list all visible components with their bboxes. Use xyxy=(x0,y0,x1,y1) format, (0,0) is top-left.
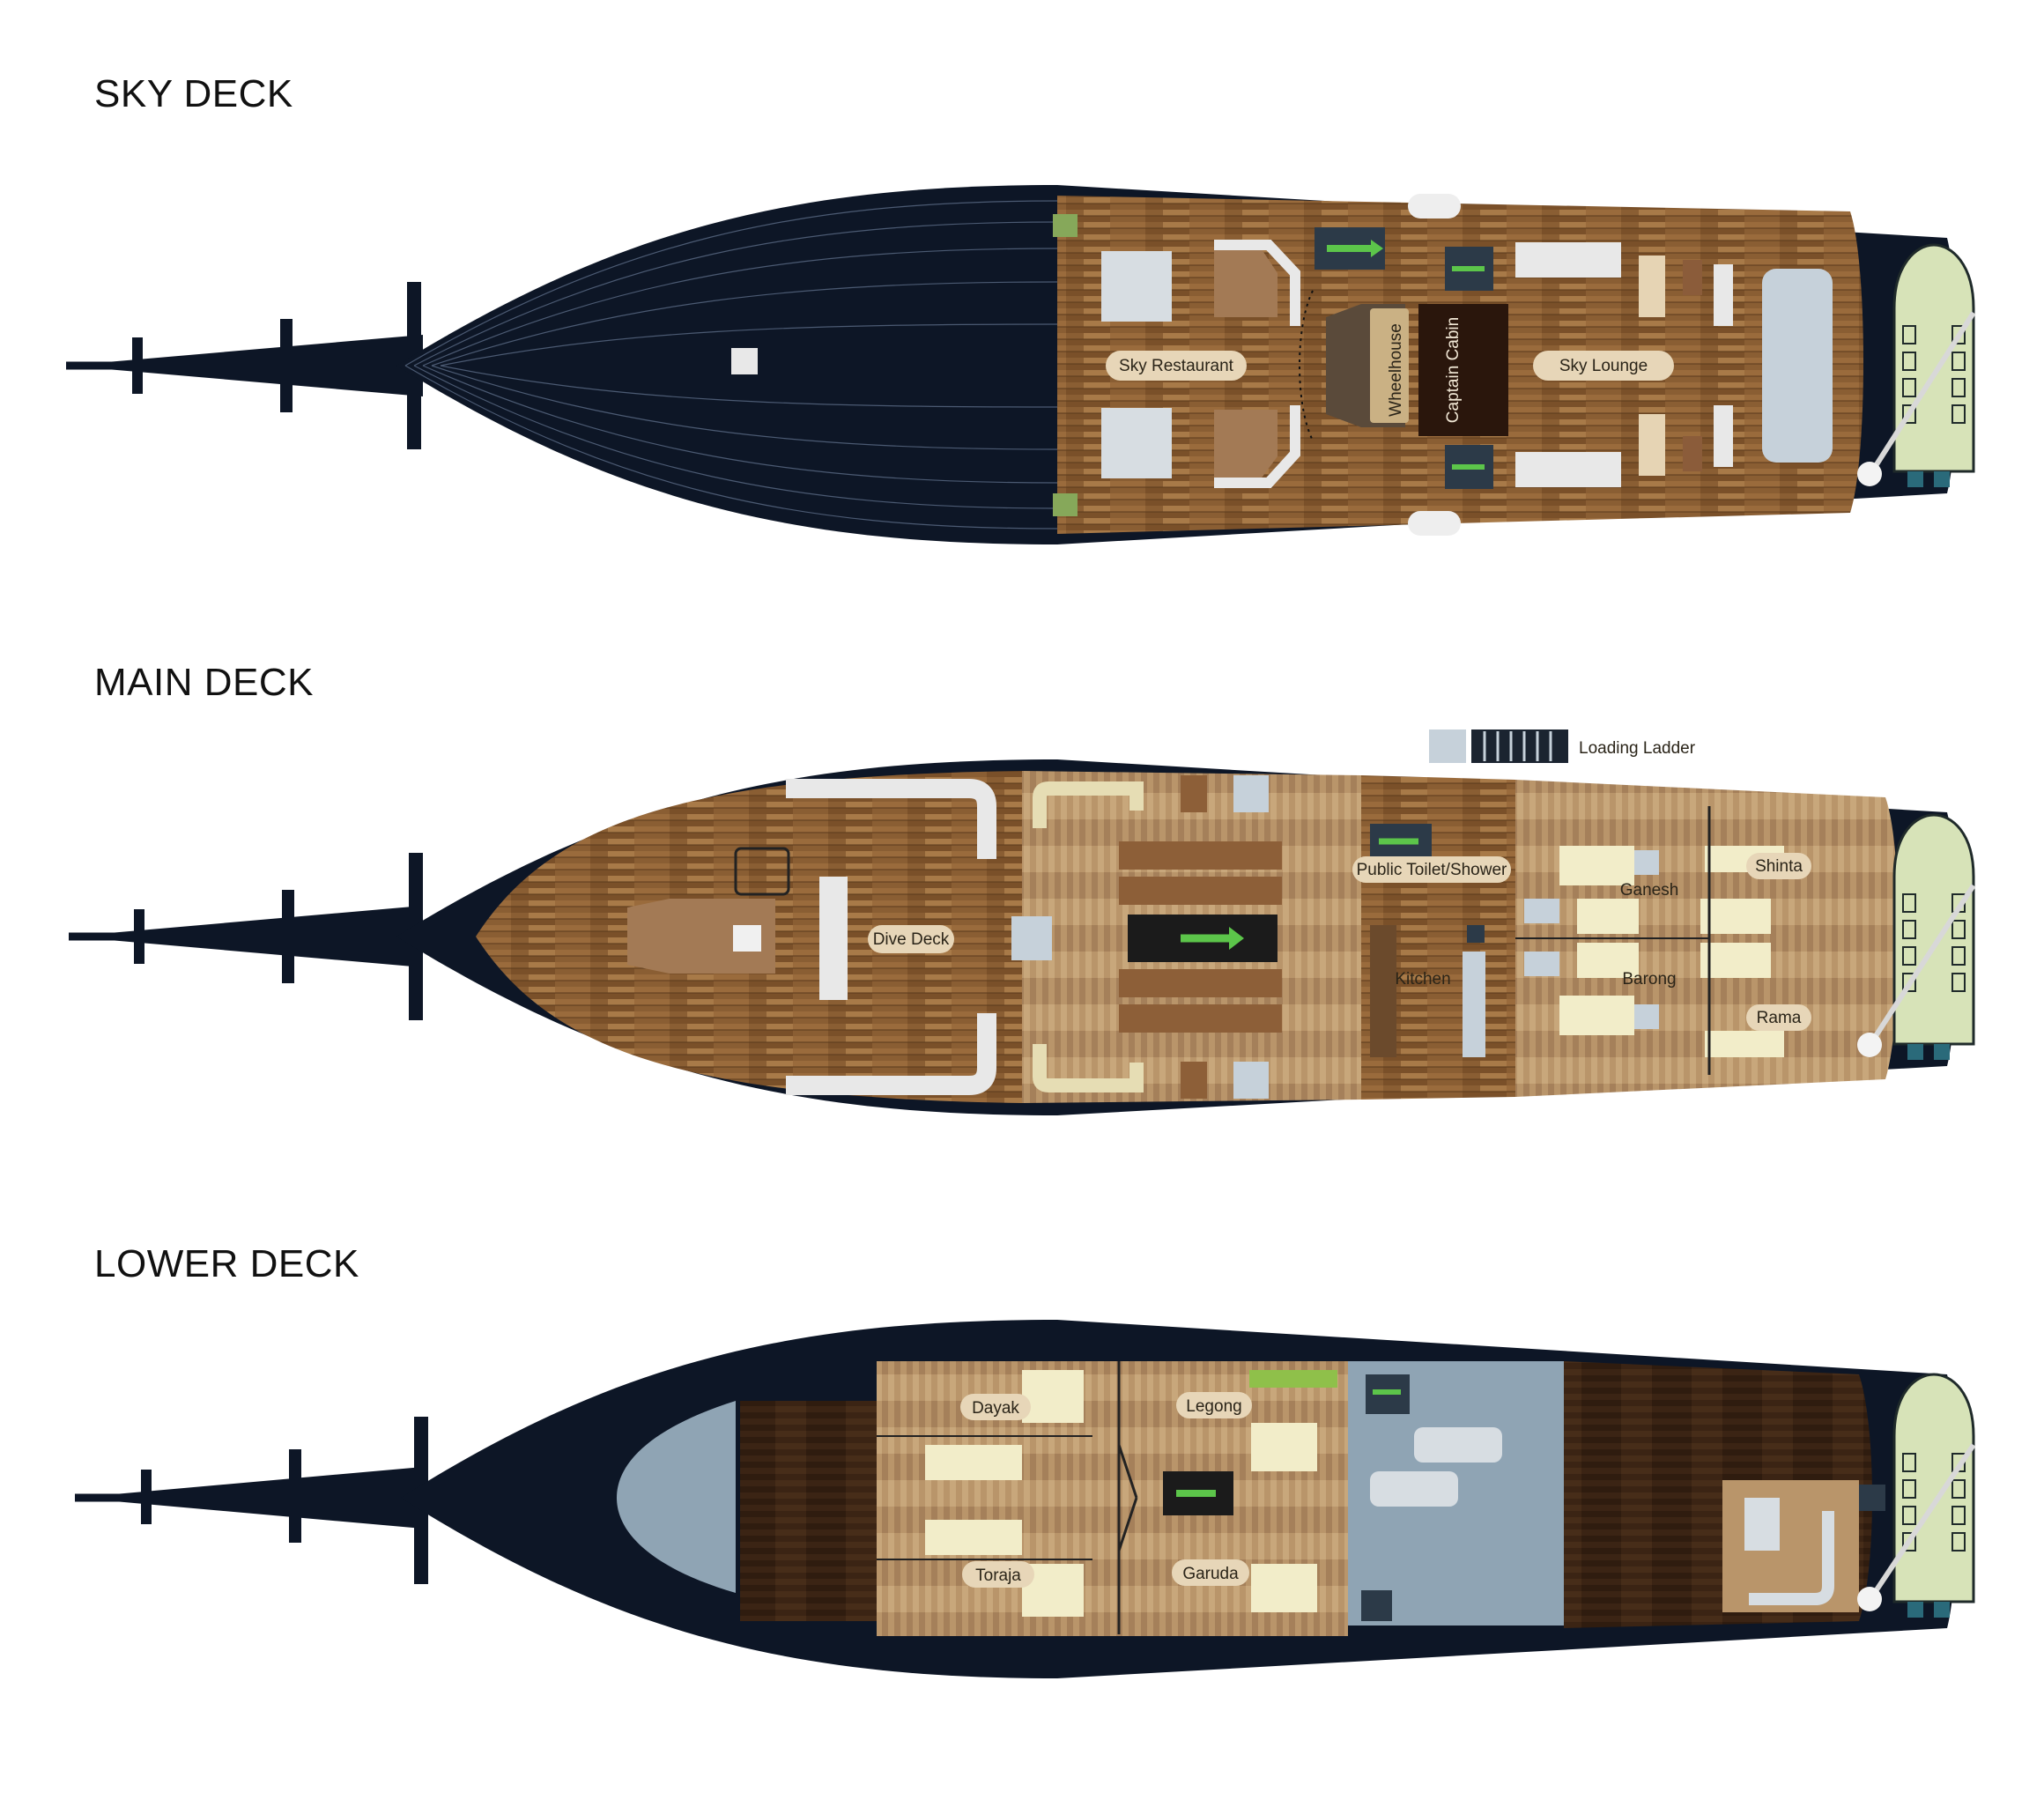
galley-furniture xyxy=(1370,824,1485,1057)
tender-boat xyxy=(1857,243,1976,487)
cabin-legong-label-pill xyxy=(1176,1392,1252,1418)
salon-furniture xyxy=(1011,775,1282,1099)
cabin-legong-label: Legong xyxy=(1186,1397,1241,1416)
sky-restaurant-furniture xyxy=(1053,214,1300,516)
bowsprit xyxy=(66,282,423,449)
sky-lounge-furniture xyxy=(1515,242,1733,487)
loading-ladder: Loading Ladder xyxy=(1429,729,1696,763)
cabin-toraja-label: Toraja xyxy=(975,1566,1021,1585)
lower-deck-labels: Dayak Legong Toraja Garuda xyxy=(960,1392,1252,1588)
crew-mess xyxy=(1722,1480,1885,1612)
hull-lines xyxy=(404,200,1058,530)
cabin-shinta-label-pill xyxy=(1746,853,1811,879)
main-deck-title: MAIN DECK xyxy=(94,661,314,704)
main-deck-labels: Dive Deck Public Toilet/Shower Kitchen G… xyxy=(868,853,1811,1031)
engine-room-details xyxy=(1361,1374,1502,1621)
cabin-rama-label-pill xyxy=(1746,1004,1811,1031)
lower-cabin-furniture xyxy=(877,1361,1337,1634)
cabin-ganesh-label: Ganesh xyxy=(1620,881,1679,900)
captain-cabin-label: Captain Cabin xyxy=(1444,317,1463,423)
cabin-rama-label: Rama xyxy=(1757,1009,1802,1027)
forepeak xyxy=(617,1401,736,1593)
sky-stairs xyxy=(1315,227,1493,489)
dive-deck-label: Dive Deck xyxy=(873,930,950,949)
sky-lounge-label: Sky Lounge xyxy=(1559,357,1648,375)
cabin-shinta-label: Shinta xyxy=(1755,857,1803,876)
tender-boat xyxy=(1857,1373,1976,1618)
storage-floor xyxy=(740,1401,877,1621)
tender-boat xyxy=(1857,813,1976,1060)
side-fenders xyxy=(1408,194,1461,536)
kitchen-label: Kitchen xyxy=(1395,970,1450,989)
wheelhouse-area xyxy=(1299,290,1508,441)
pool xyxy=(1762,269,1833,463)
cabin-dayak-label-pill xyxy=(960,1394,1031,1420)
sky-lounge-label-pill xyxy=(1533,351,1674,381)
bowsprit xyxy=(75,1417,428,1584)
loading-ladder-label: Loading Ladder xyxy=(1579,739,1696,758)
cabin-garuda-label-pill xyxy=(1172,1559,1249,1586)
cabin-dayak-label: Dayak xyxy=(972,1399,1019,1418)
lower-deck-title: LOWER DECK xyxy=(94,1242,359,1285)
hatch xyxy=(731,348,758,374)
bowsprit xyxy=(69,853,423,1020)
lower-deck: Dayak Legong Toraja Garuda xyxy=(75,1320,1976,1678)
sky-deck-title: SKY DECK xyxy=(94,72,293,115)
dive-deck-label-pill xyxy=(868,925,954,953)
public-toilet-label: Public Toilet/Shower xyxy=(1357,861,1507,879)
dive-deck-furniture xyxy=(627,779,996,1095)
wheelhouse-label: Wheelhouse xyxy=(1387,323,1405,417)
sky-restaurant-label: Sky Restaurant xyxy=(1119,357,1234,375)
cabin-toraja-label-pill xyxy=(962,1561,1034,1588)
cabin-garuda-label: Garuda xyxy=(1182,1565,1239,1583)
main-deck: Loading Ladder xyxy=(69,729,1976,1115)
sky-restaurant-label-pill xyxy=(1106,351,1247,381)
sky-deck: Sky Restaurant Sky Lounge Wheelhouse Cap… xyxy=(66,185,1976,544)
sky-deck-labels: Sky Restaurant Sky Lounge Wheelhouse Cap… xyxy=(1106,317,1674,423)
public-toilet-label-pill xyxy=(1352,856,1511,883)
cabin-barong-label: Barong xyxy=(1622,970,1676,989)
